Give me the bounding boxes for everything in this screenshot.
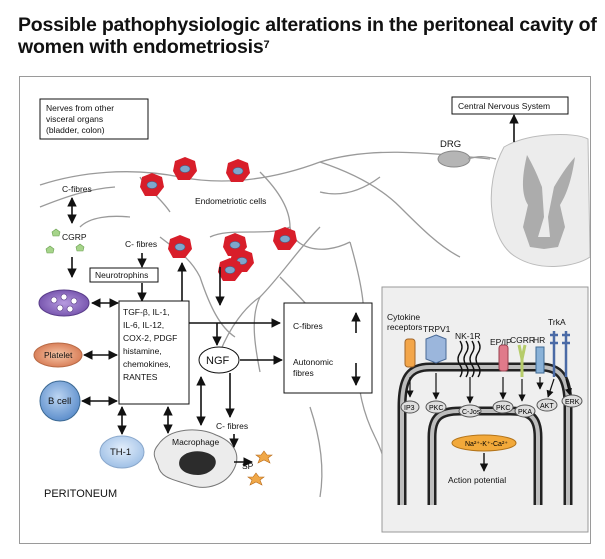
spinal-cord (437, 133, 591, 267)
c-fibres-low-line-1: C- fibres (216, 421, 248, 431)
cgrr-receptor (517, 344, 527, 377)
ip3-label: IP3 (404, 405, 415, 412)
hr-label: HR (533, 335, 545, 345)
cytokine-line-4: histamine, (123, 346, 162, 356)
mast-cell (38, 289, 90, 317)
c-fibres-mid-label: C- fibres (125, 239, 157, 249)
trka-label: TrkA (548, 317, 566, 327)
trka-receptor (550, 331, 570, 377)
ions-label: Na²⁺-K⁺-Ca²⁺ (465, 441, 508, 448)
cytokine-receptors-line-1: Cytokine (387, 312, 420, 322)
drg-label: DRG (440, 139, 461, 150)
pka-label: PKA (518, 409, 532, 416)
neurotrophins-label: Neurotrophins (95, 270, 148, 280)
cytokine-line-3: COX-2, PDGF (123, 333, 177, 343)
title-text: Possible pathophysiologic alterations in… (18, 14, 597, 58)
ngf-oval (198, 346, 240, 374)
cytokine-line-2: IL-6, IL-12, (123, 320, 164, 330)
cgrp-label: CGRP (62, 232, 87, 242)
diagram-frame: DRG Central Nervous System Nerves from o… (19, 76, 591, 544)
cytokine-line-1: TGF-β, IL-1, (123, 307, 169, 317)
epip-receptor (498, 344, 509, 372)
trpv1-label: TRPV1 (423, 324, 451, 334)
neurotrophins-box (89, 267, 159, 283)
endometriotic-cells (140, 157, 297, 281)
ions-oval (451, 434, 517, 452)
c-fibres-right-label: C-fibres (293, 321, 323, 331)
trpv1-receptor (425, 334, 447, 364)
cns-box (451, 96, 569, 115)
cytokines-box (118, 300, 190, 405)
fibres-box (283, 302, 373, 394)
autonomic-line-1: Autonomic (293, 357, 334, 367)
erk-label: ERK (565, 399, 580, 406)
action-potential-label: Action potential (448, 475, 506, 485)
sp-particles (247, 450, 273, 486)
platelet-cell (33, 342, 83, 368)
figure-title: Possible pathophysiologic alterations in… (18, 14, 598, 58)
b-cell-label: B cell (48, 396, 71, 407)
autonomic-line-2: fibres (293, 368, 314, 378)
nk1r-receptor (457, 340, 481, 378)
title-superscript: 7 (263, 39, 270, 51)
th1-label: TH-1 (110, 447, 131, 458)
nerves-line-3: (bladder, colon) (46, 125, 105, 135)
ngf-label: NGF (206, 355, 230, 367)
pkc2-label: PKC (496, 405, 510, 412)
macrophage-label: Macrophage (172, 437, 220, 447)
receptor-inset (381, 286, 589, 533)
cns-label: Central Nervous System (458, 101, 550, 111)
epip-label: EP/IP (490, 337, 512, 347)
akt-label: AKT (540, 403, 554, 410)
sp-label: SP (242, 461, 254, 471)
hr-receptor (535, 346, 545, 374)
platelet-label: Platelet (44, 350, 73, 360)
cytokine-receptor (404, 338, 416, 368)
pathophysiology-diagram: DRG Central Nervous System Nerves from o… (33, 96, 591, 533)
cytokine-line-6: RANTES (123, 372, 158, 382)
b-cell (39, 380, 81, 422)
nk1r-label: NK-1R (455, 331, 481, 341)
pkc1-label: PKC (429, 405, 443, 412)
nerves-line-1: Nerves from other (46, 103, 114, 113)
th1-cell (99, 435, 145, 469)
nerves-line-2: visceral organs (46, 114, 103, 124)
cgrr-label: CGRR (510, 335, 535, 345)
cjos-label: C-Jos (462, 409, 481, 416)
cgrp-particles (45, 228, 85, 254)
peritoneum-label: PERITONEUM (44, 488, 117, 500)
cytokine-line-5: chemokines, (123, 359, 171, 369)
endometriotic-cells-label: Endometriotic cells (195, 196, 266, 206)
nerves-box (39, 98, 149, 140)
c-fibres-top-label: C-fibres (62, 184, 92, 194)
macrophage-cell (153, 429, 238, 488)
cytokine-receptors-line-2: receptors (387, 322, 422, 332)
